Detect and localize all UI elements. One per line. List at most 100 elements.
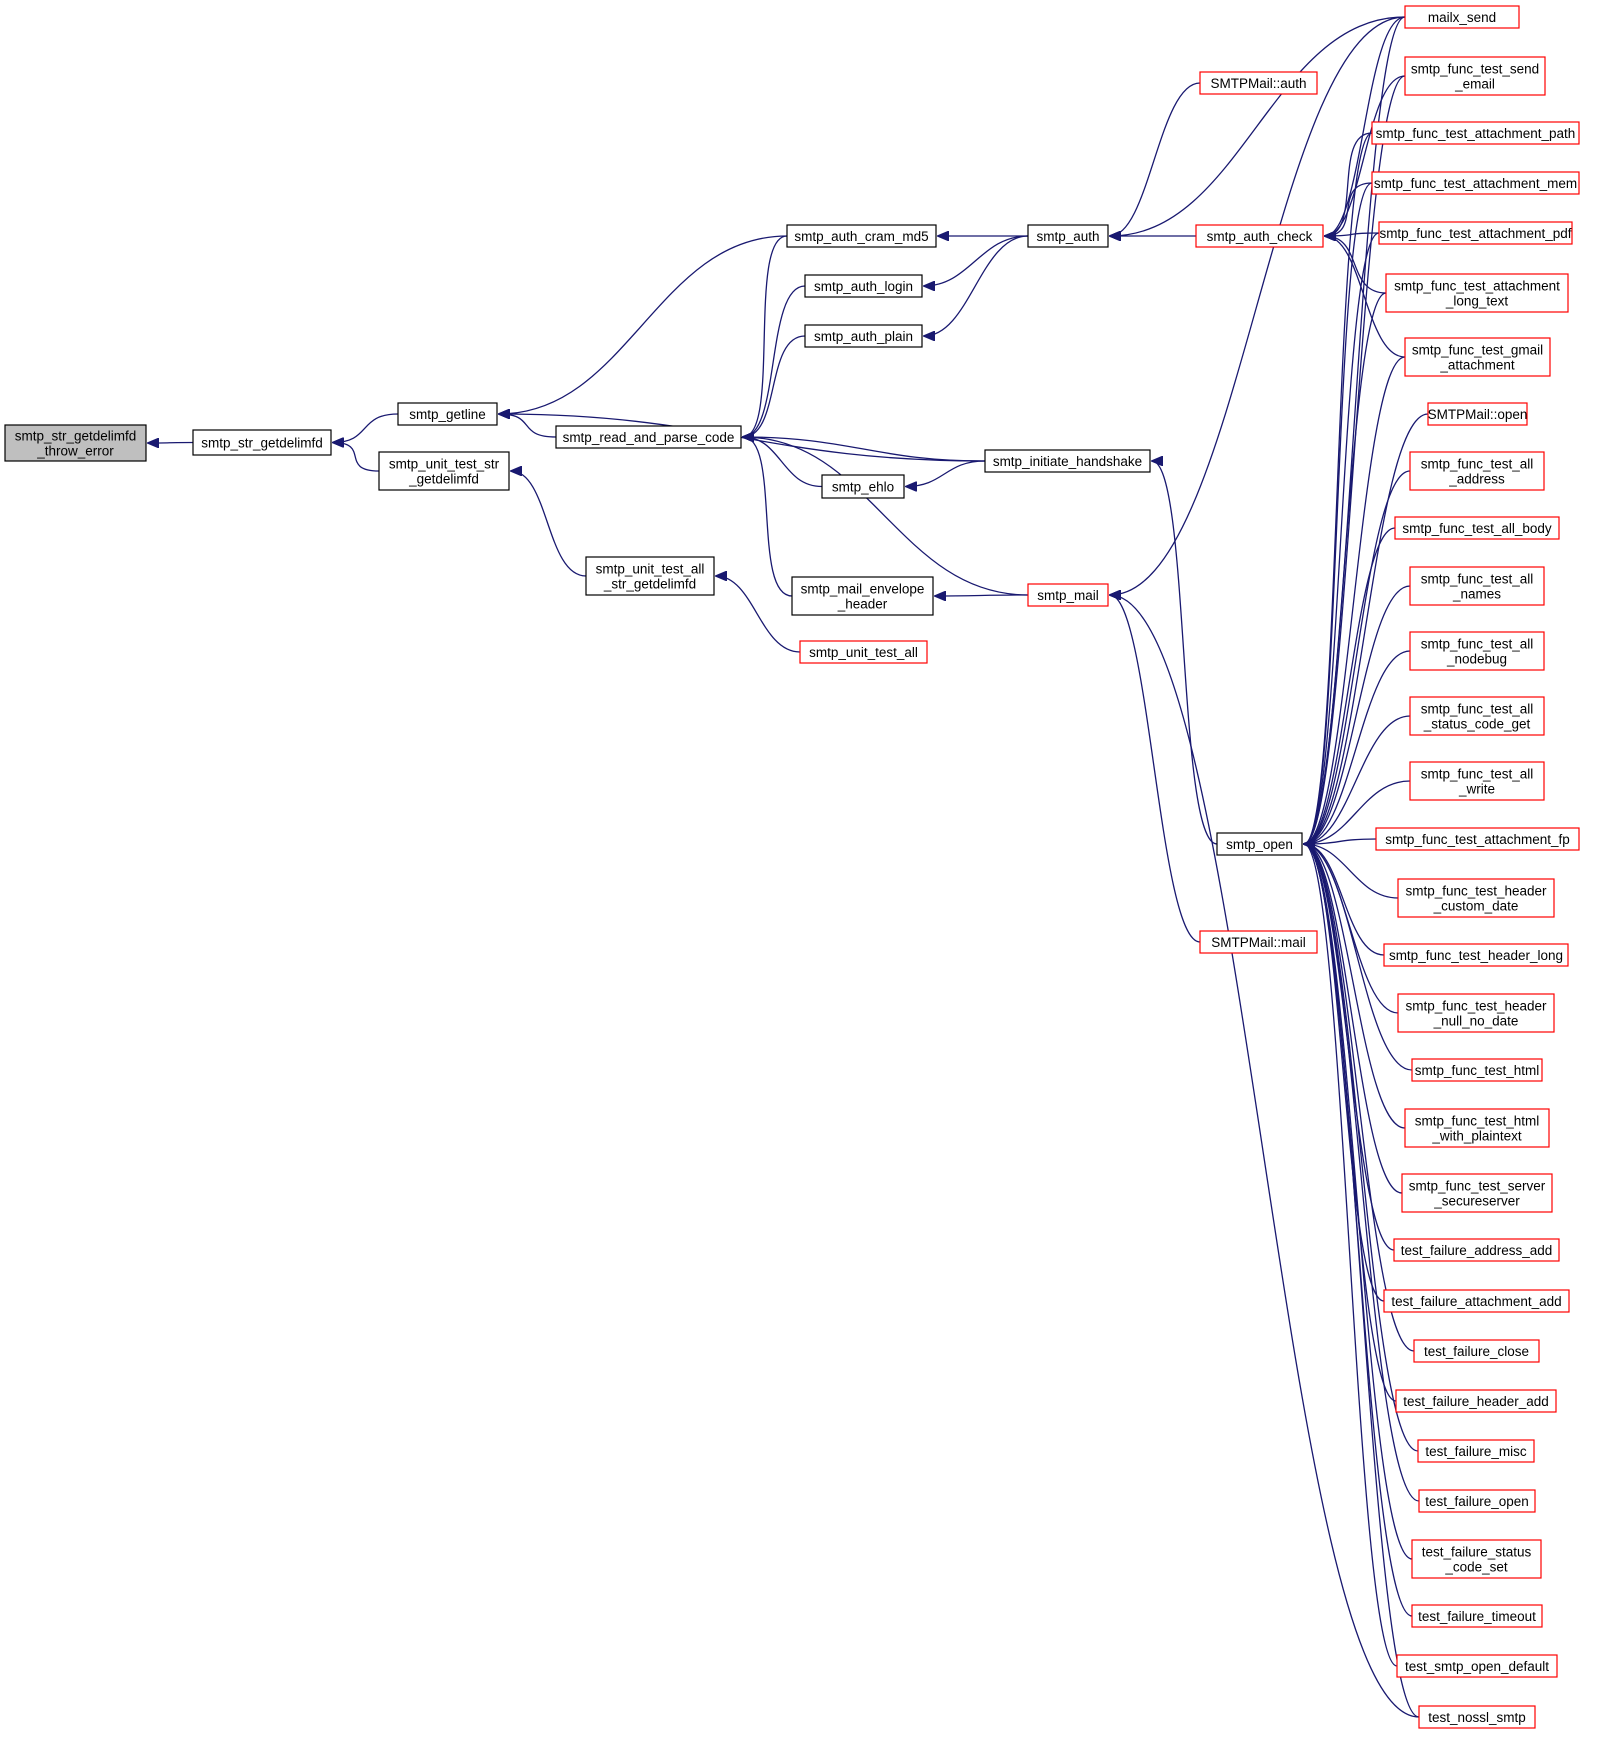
node-box[interactable] [1404, 337, 1551, 377]
node-box[interactable] [1404, 5, 1520, 29]
node-smtp-auth[interactable]: smtp_auth [1027, 224, 1109, 248]
node-box[interactable] [821, 474, 905, 499]
node-box[interactable] [1199, 71, 1318, 95]
node-box[interactable] [1404, 56, 1546, 96]
node-smtp-mail[interactable]: smtp_mail [1027, 583, 1109, 607]
node-box[interactable] [1027, 224, 1109, 248]
node-box[interactable] [1411, 1539, 1542, 1579]
node-smtp-open[interactable]: smtp_open [1216, 832, 1303, 856]
node-box[interactable] [555, 425, 742, 449]
node-box[interactable] [1199, 930, 1318, 954]
node-test-failure-header-add[interactable]: test_failure_header_add [1395, 1389, 1557, 1413]
node-test-smtp-open-default[interactable]: test_smtp_open_default [1396, 1654, 1558, 1678]
node-box[interactable] [1409, 631, 1545, 671]
node-box[interactable] [1371, 121, 1580, 145]
node-box[interactable] [585, 556, 715, 596]
node-smtpmail-mail[interactable]: SMTPMail::mail [1199, 930, 1318, 954]
node-smtp-initiate-handshake[interactable]: smtp_initiate_handshake [984, 449, 1151, 473]
node-test-failure-address-add[interactable]: test_failure_address_add [1393, 1238, 1560, 1262]
node-box[interactable] [1027, 583, 1109, 607]
node-smtp-auth-cram-md5[interactable]: smtp_auth_cram_md5 [786, 224, 937, 248]
node-smtp-func-test-attachment-fp[interactable]: smtp_func_test_attachment_fp [1375, 827, 1580, 851]
node-smtp-func-test-server-secureserver[interactable]: smtp_func_test_server_secureserver [1401, 1173, 1553, 1213]
node-box[interactable] [1417, 1439, 1535, 1463]
node-smtp-func-test-attachment-path[interactable]: smtp_func_test_attachment_path [1371, 121, 1580, 145]
node-box[interactable] [1411, 1058, 1543, 1082]
node-box[interactable] [804, 274, 923, 298]
node-smtp-getline[interactable]: smtp_getline [397, 402, 498, 426]
node-mailx-send[interactable]: mailx_send [1404, 5, 1520, 29]
node-box[interactable] [1375, 827, 1580, 851]
edge-n24-to-n17 [1304, 292, 1387, 844]
node-box[interactable] [1413, 1339, 1540, 1363]
node-smtp-auth-check[interactable]: smtp_auth_check [1195, 224, 1324, 248]
node-box[interactable] [1378, 221, 1573, 245]
node-smtp-func-test-header-null-no-date[interactable]: smtp_func_test_header_null_no_date [1397, 993, 1555, 1033]
node-box[interactable] [192, 429, 332, 456]
node-smtp-func-test-all-address[interactable]: smtp_func_test_all_address [1409, 451, 1545, 491]
node-smtp-auth-plain[interactable]: smtp_auth_plain [804, 324, 923, 348]
node-smtp-func-test-html-with-plaintext[interactable]: smtp_func_test_html_with_plaintext [1404, 1108, 1550, 1148]
node-smtp-func-test-header-long[interactable]: smtp_func_test_header_long [1383, 943, 1569, 967]
node-smtp-unit-test-all-str-getdelimfd[interactable]: smtp_unit_test_all_str_getdelimfd [585, 556, 715, 596]
edges-layer [148, 16, 1429, 1718]
node-smtpmail-open[interactable]: SMTPMail::open [1427, 402, 1528, 426]
node-smtp-func-test-attachment-long-text[interactable]: smtp_func_test_attachment_long_text [1385, 273, 1569, 313]
node-smtp-func-test-all-write[interactable]: smtp_func_test_all_write [1409, 761, 1545, 801]
node-smtp-func-test-send-email[interactable]: smtp_func_test_send_email [1404, 56, 1546, 96]
node-smtp-func-test-all-status-code-get[interactable]: smtp_func_test_all_status_code_get [1409, 696, 1545, 736]
node-box[interactable] [1397, 878, 1555, 918]
node-box[interactable] [1383, 1289, 1570, 1313]
node-box[interactable] [1418, 1705, 1536, 1729]
node-box[interactable] [1427, 402, 1528, 426]
node-box[interactable] [1396, 1654, 1558, 1678]
node-smtp-str-getdelimfd[interactable]: smtp_str_getdelimfd [192, 429, 332, 456]
node-box[interactable] [1385, 273, 1569, 313]
node-box[interactable] [397, 402, 498, 426]
node-box[interactable] [1401, 1173, 1553, 1213]
node-box[interactable] [1371, 171, 1580, 195]
node-box[interactable] [1383, 943, 1569, 967]
node-box[interactable] [786, 224, 937, 248]
node-smtpmail-auth[interactable]: SMTPMail::auth [1199, 71, 1318, 95]
node-test-nossl-smtp[interactable]: test_nossl_smtp [1418, 1705, 1536, 1729]
node-smtp-unit-test-str-getdelimfd[interactable]: smtp_unit_test_str_getdelimfd [378, 451, 510, 491]
node-test-failure-status-code-set[interactable]: test_failure_status_code_set [1411, 1539, 1542, 1579]
node-test-failure-open[interactable]: test_failure_open [1418, 1489, 1536, 1513]
node-test-failure-attachment-add[interactable]: test_failure_attachment_add [1383, 1289, 1570, 1313]
node-box[interactable] [1411, 1604, 1543, 1628]
node-box[interactable] [1404, 1108, 1550, 1148]
node-smtp-func-test-all-nodebug[interactable]: smtp_func_test_all_nodebug [1409, 631, 1545, 671]
node-smtp-func-test-html[interactable]: smtp_func_test_html [1411, 1058, 1543, 1082]
node-box[interactable] [1397, 993, 1555, 1033]
node-smtp-read-and-parse-code[interactable]: smtp_read_and_parse_code [555, 425, 742, 449]
node-smtp-mail-envelope-header[interactable]: smtp_mail_envelope_header [791, 576, 934, 616]
node-smtp-func-test-all-names[interactable]: smtp_func_test_all_names [1409, 566, 1545, 606]
node-box[interactable] [804, 324, 923, 348]
node-test-failure-timeout[interactable]: test_failure_timeout [1411, 1604, 1543, 1628]
node-box[interactable] [1216, 832, 1303, 856]
node-smtp-func-test-attachment-mem[interactable]: smtp_func_test_attachment_mem [1371, 171, 1580, 195]
node-test-failure-misc[interactable]: test_failure_misc [1417, 1439, 1535, 1463]
node-box[interactable] [1393, 1238, 1560, 1262]
node-box[interactable] [1409, 696, 1545, 736]
node-smtp-func-test-gmail-attachment[interactable]: smtp_func_test_gmail_attachment [1404, 337, 1551, 377]
node-box[interactable] [378, 451, 510, 491]
node-box[interactable] [791, 576, 934, 616]
node-box[interactable] [799, 640, 928, 664]
node-box[interactable] [1394, 516, 1560, 540]
node-box[interactable] [1409, 761, 1545, 801]
node-box[interactable] [1395, 1389, 1557, 1413]
node-test-failure-close[interactable]: test_failure_close [1413, 1339, 1540, 1363]
node-box[interactable] [1195, 224, 1324, 248]
node-box[interactable] [1418, 1489, 1536, 1513]
node-box[interactable] [984, 449, 1151, 473]
node-smtp-ehlo[interactable]: smtp_ehlo [821, 474, 905, 499]
node-box[interactable] [1409, 566, 1545, 606]
node-smtp-func-test-attachment-pdf[interactable]: smtp_func_test_attachment_pdf [1378, 221, 1573, 245]
node-smtp-auth-login[interactable]: smtp_auth_login [804, 274, 923, 298]
node-smtp-func-test-header-custom-date[interactable]: smtp_func_test_header_custom_date [1397, 878, 1555, 918]
node-box[interactable] [1409, 451, 1545, 491]
node-smtp-unit-test-all[interactable]: smtp_unit_test_all [799, 640, 928, 664]
node-smtp-func-test-all-body[interactable]: smtp_func_test_all_body [1394, 516, 1560, 540]
